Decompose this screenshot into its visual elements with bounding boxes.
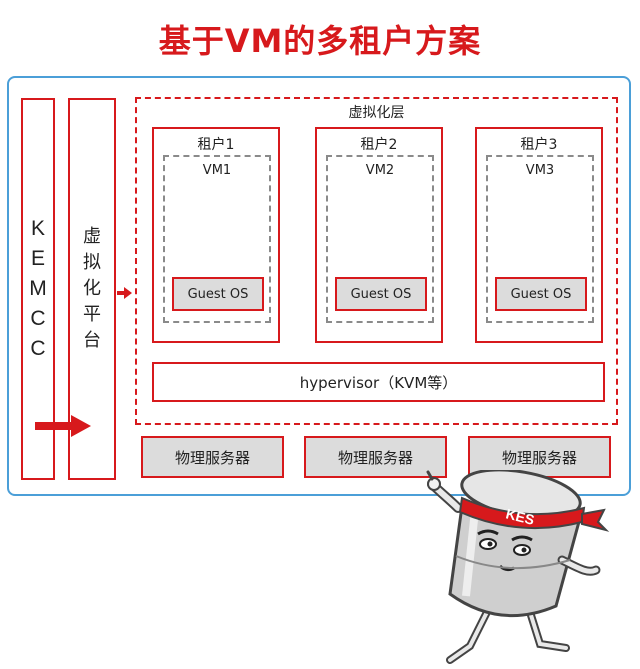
- tenant-3: 租户3 VM3 Guest OS: [475, 127, 603, 343]
- kemcc-letter: E: [30, 247, 45, 270]
- virtual-platform-char: 化: [83, 278, 101, 299]
- vm-box: VM3 Guest OS: [486, 155, 594, 323]
- outer-frame: [7, 76, 631, 496]
- physical-server-1: 物理服务器: [141, 436, 284, 478]
- tenant-2: 租户2 VM2 Guest OS: [315, 127, 443, 343]
- virtualization-layer: [135, 97, 618, 425]
- platform-to-layer-arrow-icon: [117, 287, 132, 299]
- headband-text: KES: [504, 505, 536, 527]
- tenant-label: 租户3: [520, 137, 558, 153]
- virtual-platform-char: 平: [83, 304, 101, 325]
- kemcc-to-platform-arrow-icon: [35, 415, 91, 437]
- physical-server-2: 物理服务器: [304, 436, 447, 478]
- virtual-platform-char: 虚: [83, 226, 101, 247]
- vm-label: VM3: [525, 163, 555, 178]
- vm-box: VM1 Guest OS: [163, 155, 271, 323]
- guest-os-box: Guest OS: [335, 277, 427, 311]
- guest-os-box: Guest OS: [172, 277, 264, 311]
- diagram-title: 基于VM的多租户方案: [158, 22, 482, 60]
- kes-mascot-icon: KES: [426, 470, 610, 664]
- kemcc-letter: M: [29, 277, 47, 300]
- kemcc-letter: C: [30, 337, 46, 360]
- virtual-platform-char: 台: [83, 330, 101, 351]
- guest-os-box: Guest OS: [495, 277, 587, 311]
- kemcc-letter: K: [30, 217, 45, 240]
- kemcc-letter: C: [30, 307, 46, 330]
- virtual-platform-bar: 虚 拟 化 平 台: [68, 98, 116, 480]
- virtual-platform-char: 拟: [83, 252, 101, 273]
- vm-label: VM1: [202, 163, 232, 178]
- hypervisor-box: hypervisor（KVM等）: [152, 362, 605, 402]
- vm-label: VM2: [365, 163, 395, 178]
- tenant-label: 租户2: [360, 137, 398, 153]
- vm-box: VM2 Guest OS: [326, 155, 434, 323]
- kemcc-bar: K E M C C: [21, 98, 55, 480]
- tenant-label: 租户1: [197, 137, 235, 153]
- virtualization-layer-label: 虚拟化层: [348, 105, 405, 121]
- tenant-1: 租户1 VM1 Guest OS: [152, 127, 280, 343]
